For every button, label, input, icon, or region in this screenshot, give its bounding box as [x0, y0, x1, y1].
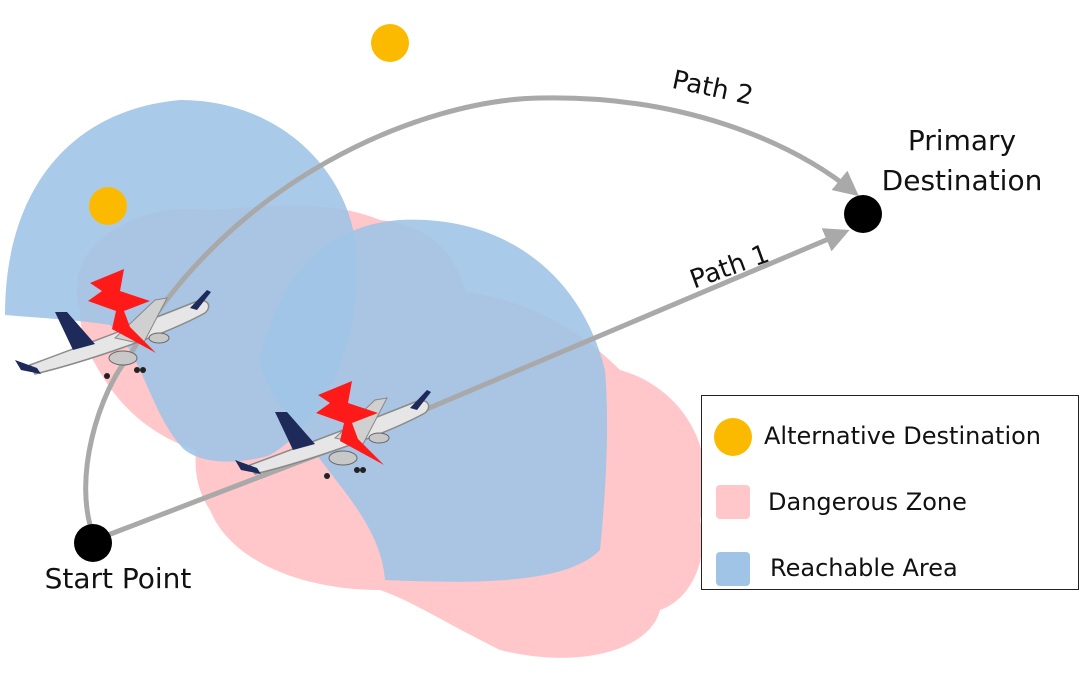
alternative-destination-marker [371, 24, 409, 62]
path-2-line [83, 95, 859, 541]
legend: Alternative Destination Dangerous Zone R… [701, 395, 1079, 590]
alternative-destination-marker [89, 187, 127, 225]
path-2-label: Path 2 [669, 65, 755, 111]
primary-destination-label-1: Primary [908, 124, 1016, 157]
start-point-marker [74, 524, 112, 562]
reachable-area-swatch [716, 552, 750, 586]
alternative-destination-swatch [714, 418, 752, 456]
legend-reachable-label: Reachable Area [770, 554, 958, 582]
primary-destination-marker [844, 195, 882, 233]
reachable-area-2 [260, 219, 608, 582]
start-point-label: Start Point [45, 562, 192, 595]
legend-alternative-label: Alternative Destination [764, 422, 1042, 450]
primary-destination-label-2: Destination [882, 164, 1043, 197]
path-1-label: Path 1 [686, 239, 773, 295]
legend-dangerous-label: Dangerous Zone [768, 488, 967, 516]
dangerous-zone-swatch [716, 485, 750, 519]
